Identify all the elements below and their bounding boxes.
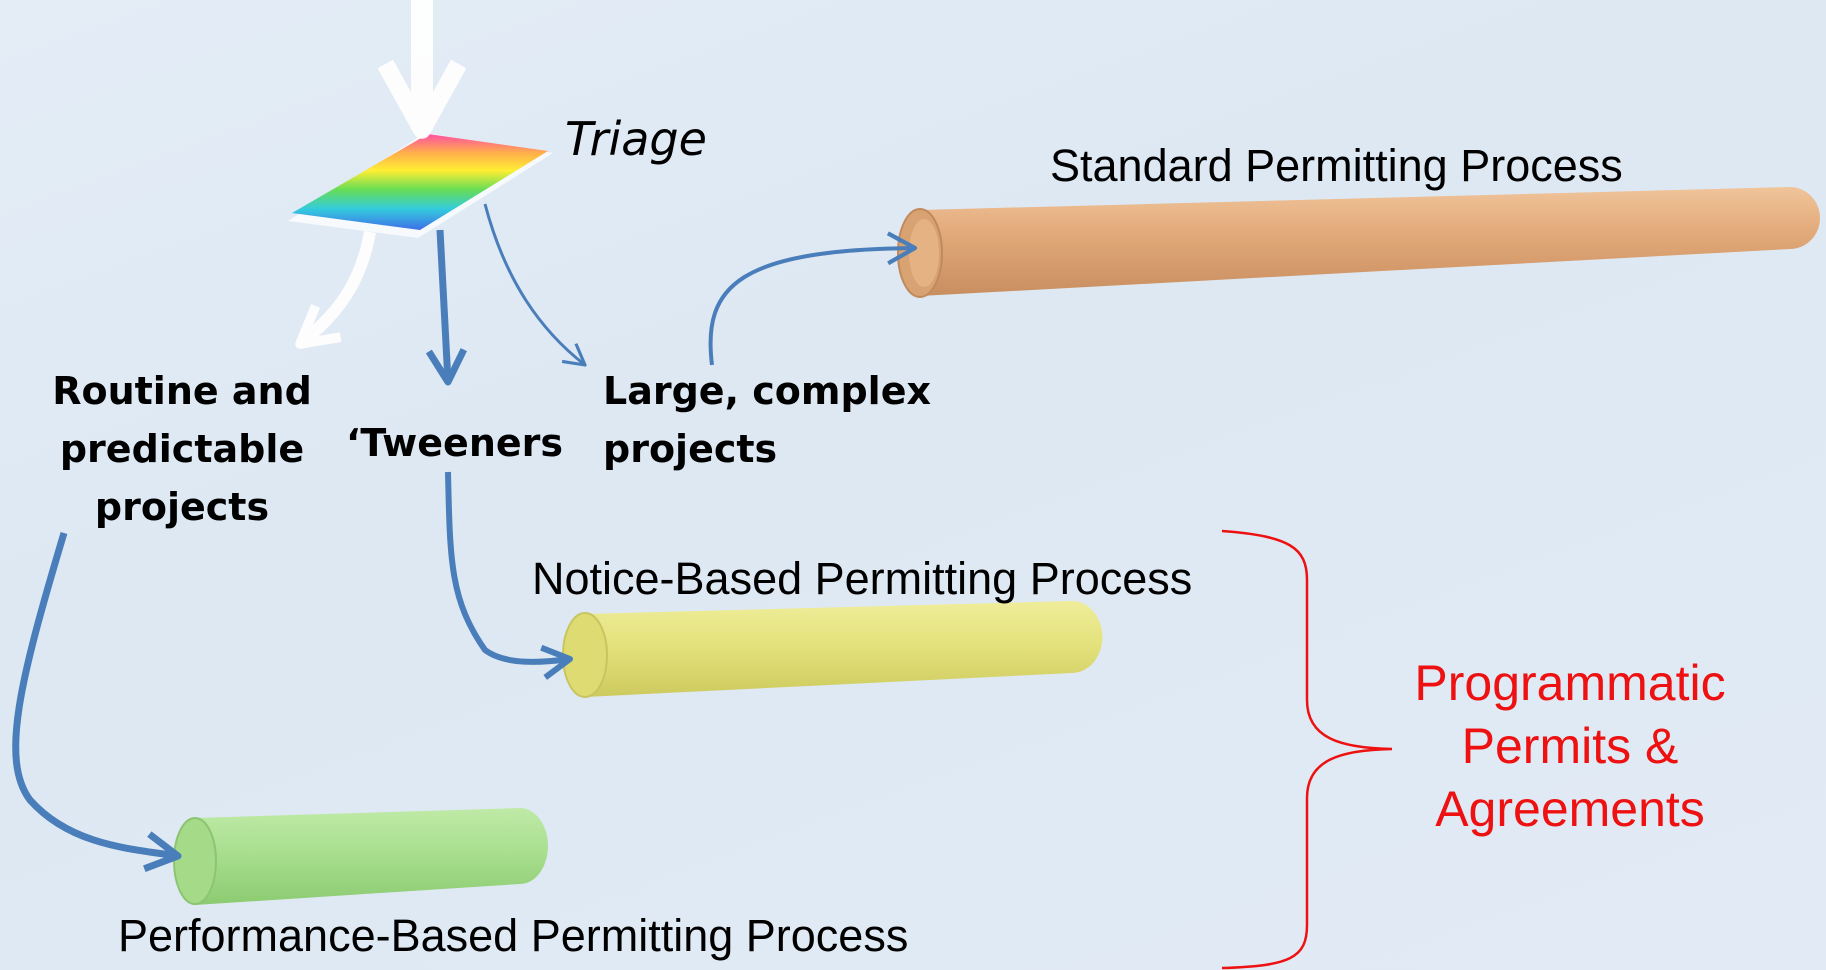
routine-to-performance-arrow	[12, 531, 182, 873]
triage-plate	[288, 133, 553, 238]
routine-label-line: predictable	[59, 427, 305, 471]
standard-process-label: Standard Permitting Process	[1050, 140, 1623, 191]
notice-process-cylinder	[562, 601, 1103, 698]
programmatic-label-line: Permits &	[1461, 718, 1679, 774]
routine-label-line: projects	[94, 485, 270, 529]
routine-label: Routine and predictable projects	[52, 362, 312, 536]
tweeners-label: ‘Tweeners	[346, 421, 564, 465]
triage-label: Triage	[565, 112, 707, 166]
programmatic-label-line: Agreements	[1435, 781, 1705, 837]
large-label-line: Large, complex	[603, 369, 931, 413]
tweeners-to-notice-arrow	[445, 471, 573, 680]
notice-process-label: Notice-Based Permitting Process	[532, 553, 1193, 604]
programmatic-label-line: Programmatic	[1414, 655, 1726, 711]
large-label: Large, complex projects	[603, 362, 931, 478]
routine-label-line: Routine and	[52, 369, 312, 413]
performance-process-label: Performance-Based Permitting Process	[118, 910, 909, 961]
routine-arrow	[300, 230, 376, 344]
performance-process-cylinder	[173, 808, 548, 905]
large-arrow	[483, 203, 587, 367]
programmatic-label: Programmatic Permits & Agreements	[1390, 652, 1750, 841]
tweeners-arrow	[425, 229, 467, 386]
programmatic-brace	[1221, 529, 1393, 970]
standard-process-cylinder	[897, 187, 1820, 298]
large-label-line: projects	[603, 427, 778, 471]
large-to-standard-arrow	[708, 231, 918, 366]
